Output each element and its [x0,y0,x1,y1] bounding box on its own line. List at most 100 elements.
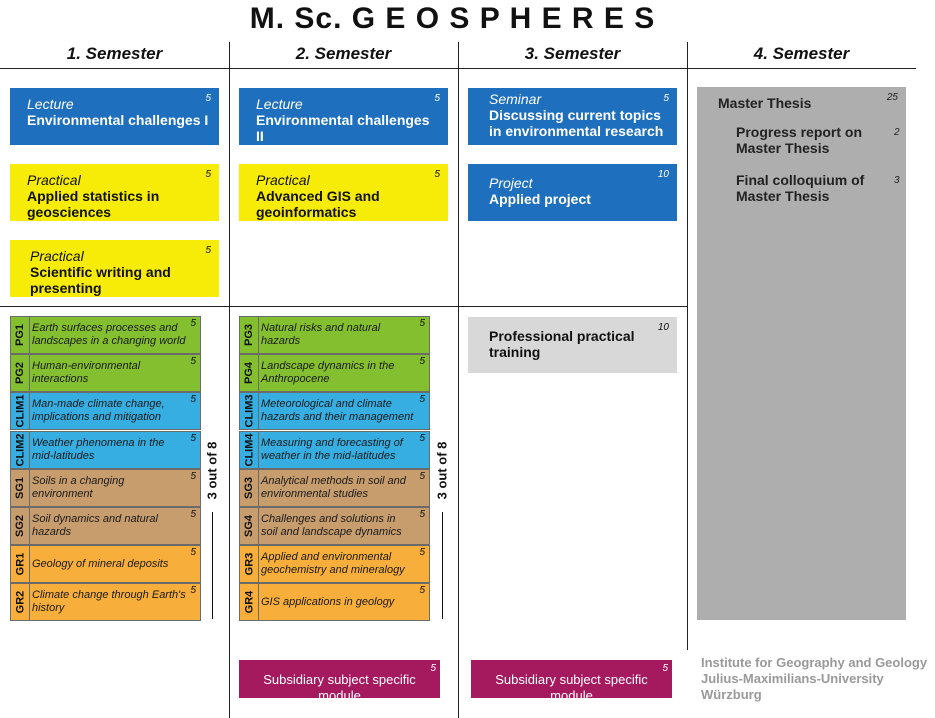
elective-module-clim3: CLIM3 Meteorological and climate hazards … [239,392,430,431]
subsidiary-module-sem2: Subsidiary subject specific module 5 [239,660,440,703]
credit-points: 5 [434,93,440,104]
elective-module-clim1: CLIM1 Man-made climate change, implicatio… [10,392,201,431]
section-divider [0,306,687,307]
progress-report-credits: 2 [894,127,900,138]
subsidiary-name: Subsidiary subject specific module [263,672,416,703]
subsidiary-module-sem3: Subsidiary subject specific module 5 [471,660,672,703]
course-name: Applied project [489,191,591,207]
progress-report-label: Progress report on Master Thesis [736,124,863,156]
credit-points: 5 [190,547,196,559]
module-code: GR4 [243,591,255,614]
choice-rule-1-line [212,512,213,619]
elective-module-pg2: PG2 Human-environmental interactions 5 [10,354,201,393]
course-type: Practical [256,172,310,188]
module-code: SG3 [243,476,256,499]
choice-rule-2-line [442,512,443,619]
credit-points: 5 [190,470,196,482]
module-code: GR3 [243,552,255,576]
sem2-lecture-box: Lecture Environmental challenges II 5 [239,88,448,145]
sem1-practical-statistics-box: Practical Applied statistics in geoscien… [10,164,219,221]
semester-3-header: 3. Semester [524,44,621,63]
credit-points: 5 [205,245,211,256]
module-code: PG4 [243,362,256,385]
credit-points: 10 [657,322,669,333]
city-name: Würzburg [701,687,762,702]
module-name: Natural risks and natural hazards [261,322,381,347]
credit-points: 5 [419,432,425,444]
module-code: PG3 [243,323,256,347]
credit-points: 5 [205,93,211,104]
course-type: Seminar [489,91,542,107]
code-separator [29,469,30,506]
institute-info: Institute for Geography and Geology Juli… [701,655,927,703]
course-type: Project [489,175,533,191]
credit-points: 5 [190,394,196,406]
module-code: PG2 [14,362,27,385]
course-name: Professional practical training [489,328,635,360]
code-separator [258,431,259,468]
credit-points: 5 [190,356,196,368]
module-name: Human-environmental interactions [32,360,141,386]
course-name: Environmental challenges II [256,112,430,144]
module-name: Meteorological and climate hazards and t… [261,398,414,424]
thesis-title: Master Thesis [718,95,812,111]
elective-module-pg1: PG1 Earth surfaces processes and landscap… [10,316,201,354]
module-name: Earth surfaces processes and landscapes … [32,322,186,347]
course-type: Practical [27,172,81,188]
column-divider-2 [458,42,459,718]
choice-rule-1: 3 out of 8 [204,441,220,499]
module-code: PG1 [14,323,27,347]
code-separator [258,469,259,506]
subsidiary-name: Subsidiary subject specific module [495,672,648,703]
code-separator [29,584,30,621]
sem1-practical-writing-box: Practical Scientific writing and present… [10,240,219,297]
module-code: CLIM4 [243,433,255,467]
page-title: M. Sc. G E O S P H E R E S [249,2,656,35]
credit-points: 5 [190,432,196,444]
module-code: CLIM1 [14,394,26,428]
credit-points: 5 [419,509,425,520]
module-name: GIS applications in geology [261,595,395,608]
code-separator [258,508,259,544]
credit-points: 5 [190,585,196,597]
code-separator [258,393,259,430]
course-name: Applied statistics in geosciences [27,188,160,220]
module-name: Measuring and forecasting of weather in … [261,436,403,462]
module-name: Man-made climate change, implications an… [32,398,165,424]
course-type: Lecture [256,96,303,112]
module-name: Weather phenomena in the mid-latitudes [32,436,165,462]
course-name: Environmental challenges I [27,112,209,128]
course-type: Practical [30,248,84,264]
credit-points: 25 [886,92,898,103]
course-type: Lecture [27,96,74,112]
code-separator [29,317,30,353]
module-code: GR2 [14,591,26,614]
module-code: SG1 [14,476,27,499]
credit-points: 10 [657,169,669,180]
credit-points: 5 [430,663,436,674]
university-name: Julius-Maximilians-University [701,671,884,686]
module-code: SG2 [14,514,27,538]
module-name: Challenges and solutions in soil and lan… [261,513,402,538]
module-code: SG4 [243,514,256,538]
credit-points: 5 [419,470,425,482]
module-name: Applied and environmental geochemistry a… [261,551,405,577]
column-divider-1 [229,42,230,718]
module-code: CLIM3 [243,394,255,428]
sem1-lecture-box: Lecture Environmental challenges I 5 [10,88,219,145]
sem2-practical-gis-box: Practical Advanced GIS and geoinformatic… [239,164,448,221]
credit-points: 5 [434,169,440,180]
credit-points: 5 [419,394,425,406]
code-separator [29,431,30,468]
module-code: GR1 [14,552,26,576]
semester-2-header: 2. Semester [295,44,392,63]
code-separator [258,317,259,353]
credit-points: 5 [419,585,425,597]
column-divider-3 [687,42,688,650]
